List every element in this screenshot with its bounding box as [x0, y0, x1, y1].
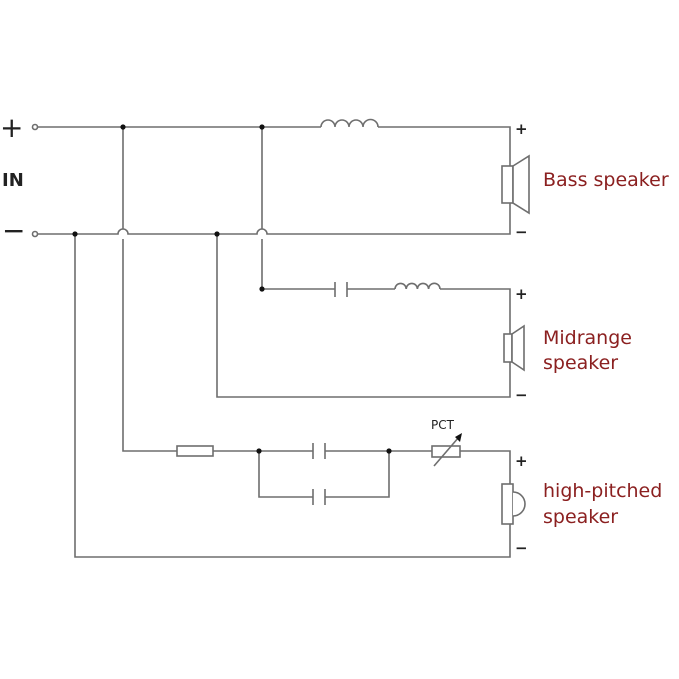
midrange-capacitor [334, 282, 348, 297]
input-minus-sign: − [2, 214, 26, 247]
input-label: IN [2, 170, 24, 191]
midrange-speaker-label-line2: speaker [543, 352, 619, 374]
midrange-speaker-label-line1: Midrange [543, 327, 632, 349]
tweeter-capacitor-2 [312, 489, 326, 505]
tweeter-return-wire [74, 234, 511, 558]
tweeter-feed-wire [122, 127, 177, 452]
midrange-minus-sign: − [515, 386, 528, 404]
negative-rail [38, 203, 511, 235]
tweeter-wires [213, 450, 432, 498]
bass-plus-sign: + [515, 120, 528, 138]
bass-speaker-label: Bass speaker [543, 169, 669, 191]
tweeter-speaker-icon [501, 483, 526, 525]
tweeter-minus-sign: − [515, 539, 528, 557]
midrange-plus-sign: + [515, 285, 528, 303]
minus-input-terminal [31, 230, 39, 238]
bass-speaker-icon [501, 154, 530, 215]
pct-label: PCT [431, 418, 454, 432]
input-plus-sign: + [0, 111, 24, 144]
tweeter-capacitor-1 [312, 443, 326, 459]
junction-dots [72, 124, 392, 454]
bass-minus-sign: − [515, 223, 528, 241]
tweeter-resistor [176, 445, 214, 457]
pct-arrow [433, 436, 460, 467]
tweeter-plus-sign: + [515, 452, 528, 470]
pct-arrowhead [455, 433, 462, 442]
bass-inductor [320, 118, 379, 128]
tweeter-speaker-label-line1: high-pitched [543, 480, 663, 502]
plus-input-terminal [31, 123, 39, 131]
midrange-feed-wire [261, 127, 335, 290]
midrange-wires [216, 234, 511, 398]
midrange-inductor [394, 282, 441, 290]
positive-rail [38, 126, 511, 166]
tweeter-speaker-label-line2: speaker [543, 506, 619, 528]
midrange-speaker-icon [503, 324, 525, 372]
